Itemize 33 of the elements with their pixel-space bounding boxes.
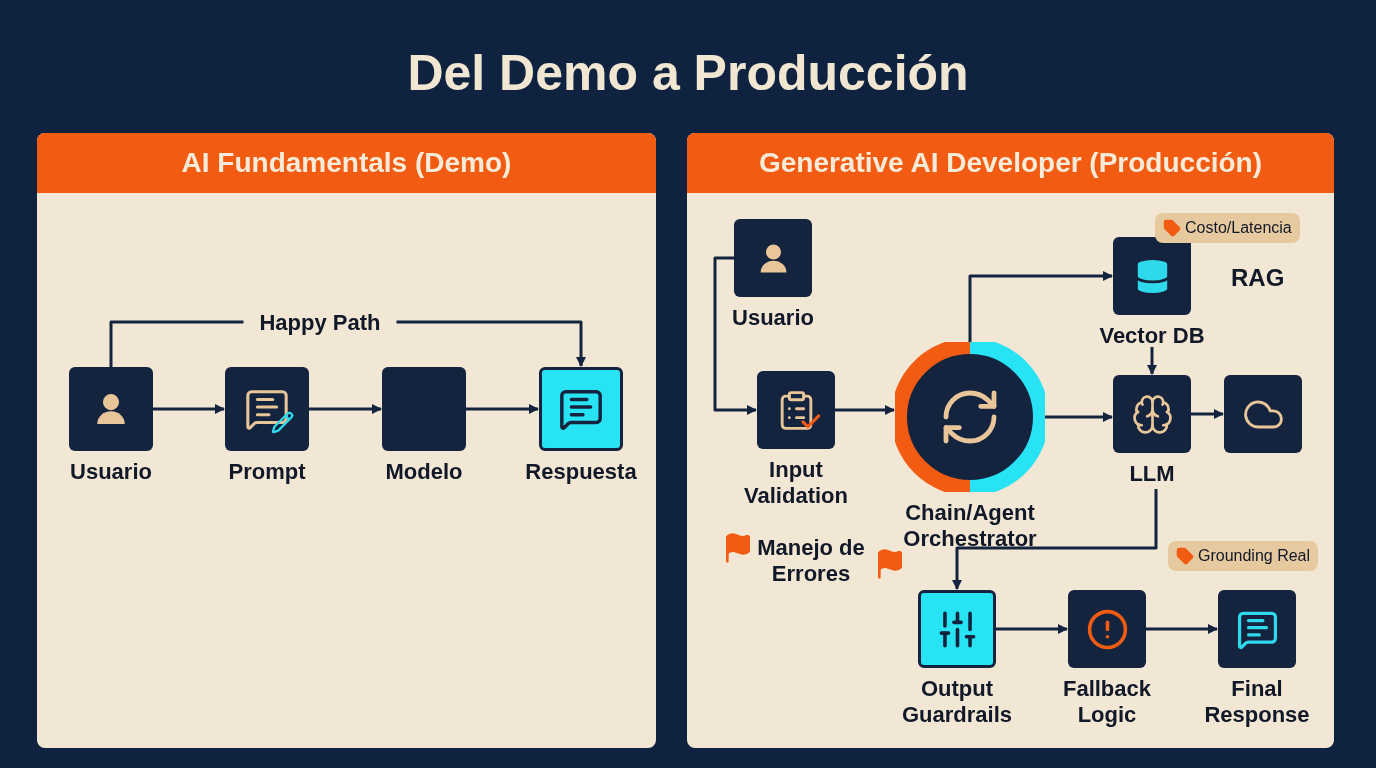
arrow [1045,412,1113,422]
node-label: LLM [1129,461,1175,487]
arrow [466,404,539,414]
node-label: Output Guardrails [900,676,1013,728]
title: Del Demo a Producción [406,44,970,103]
node-label: Modelo [385,459,463,485]
node-label: Prompt [228,459,306,485]
node-label: Final Response [1203,676,1311,728]
arrow [952,489,1158,590]
arrow [309,404,382,414]
node-label: Respuesta [525,459,637,485]
arrow [968,271,1113,342]
arrow [153,404,225,414]
arrow [713,256,757,415]
node-label: Chain/Agent Orchestrator [902,500,1038,552]
panel [37,133,656,748]
arrow [996,624,1068,634]
arrow [835,405,895,415]
node-label: Usuario [70,459,152,485]
tag-badge: Costo/Latencia [1155,213,1300,243]
node-label: Fallback Logic [1061,676,1152,728]
panel-header: AI Fundamentals (Demo) [37,133,656,193]
arrow [1191,409,1224,419]
note-text: Manejo de Errores [756,535,866,587]
node-label: Usuario [732,305,814,331]
node-label: Vector DB [1099,323,1205,349]
node-label: Input Validation [743,457,849,509]
panel-header: Generative AI Developer (Producción) [687,133,1334,193]
arrow [1147,347,1157,375]
panel [687,133,1334,748]
arrow [1146,624,1218,634]
tag-badge: Grounding Real [1168,541,1319,571]
side-label: RAG [1231,263,1285,293]
